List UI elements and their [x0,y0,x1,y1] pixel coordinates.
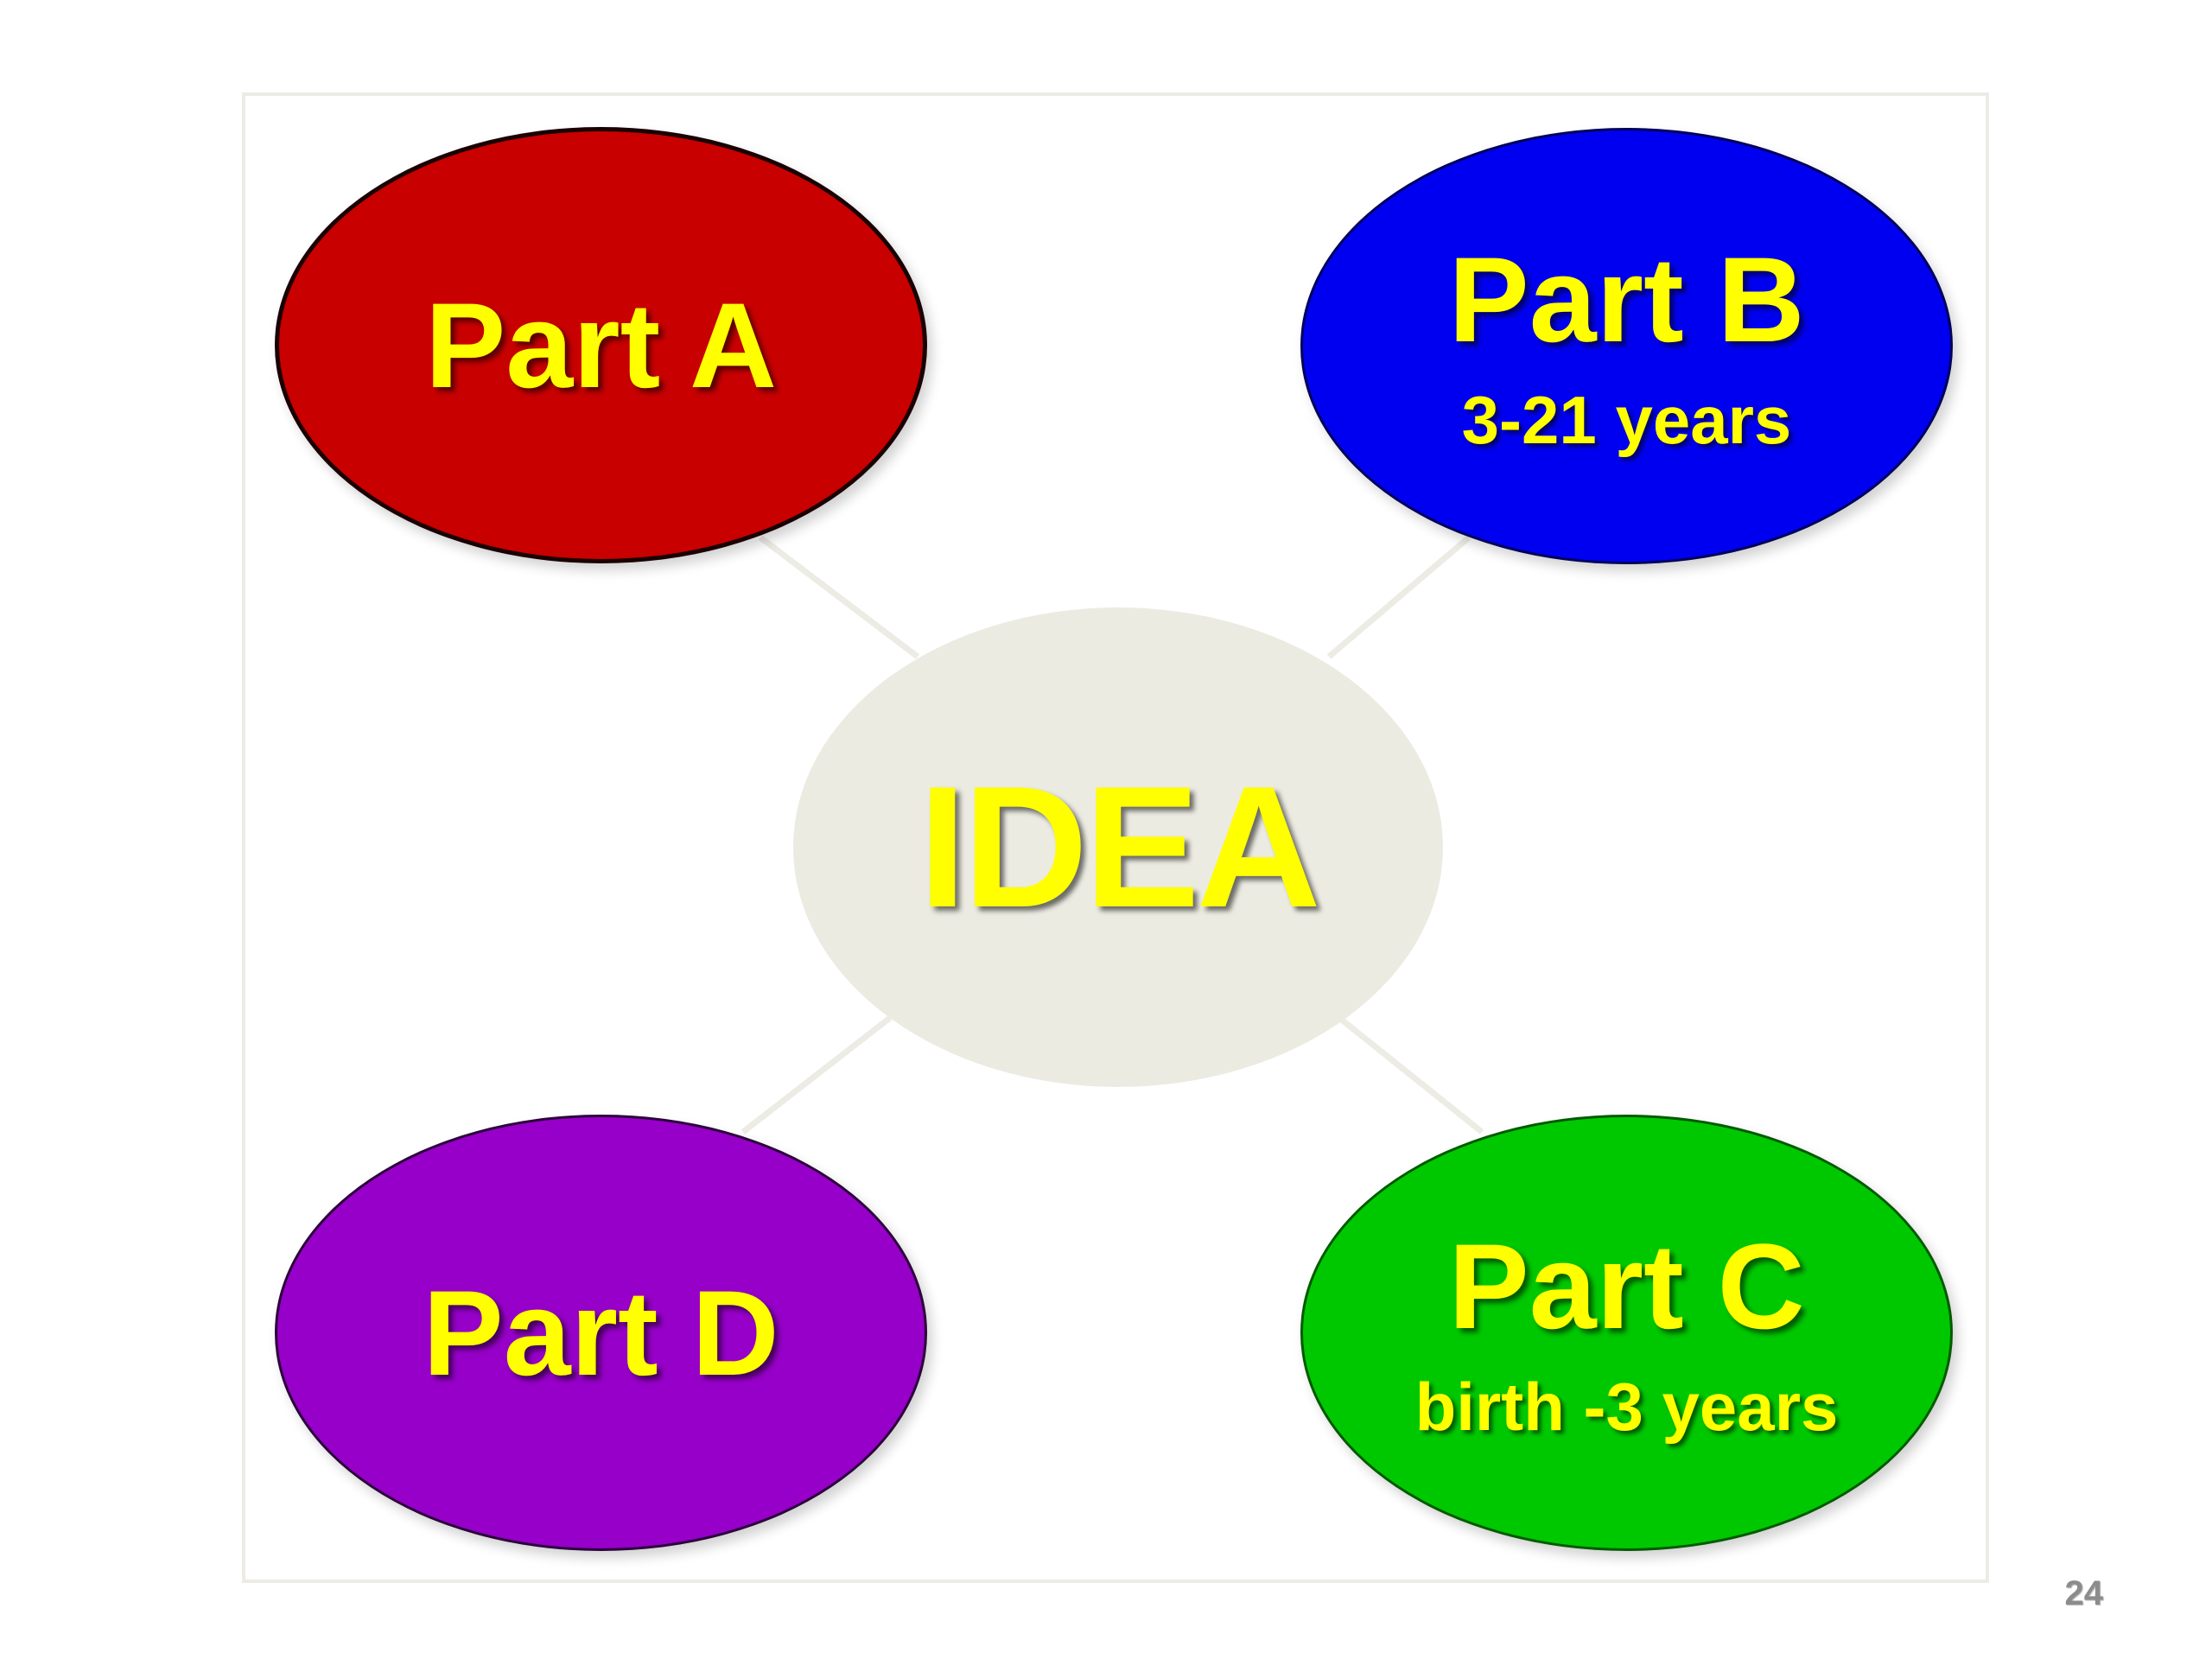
idea-oval: IDEA [793,607,1443,1087]
part-a-label: Part A [424,276,778,413]
part-b-oval: Part B 3-21 years [1300,128,1953,564]
part-c-sublabel: birth -3 years [1414,1368,1839,1445]
connector-b [1326,535,1471,659]
idea-label: IDEA [918,750,1321,944]
part-c-label: Part C [1448,1217,1805,1354]
connector-c [1337,1015,1484,1135]
part-d-label: Part D [423,1264,779,1401]
part-d-oval: Part D [275,1115,927,1551]
part-a-oval: Part A [275,127,927,563]
connector-d [741,1015,893,1135]
connector-a [758,535,920,659]
part-b-label: Part B [1448,231,1805,367]
part-b-sublabel: 3-21 years [1461,381,1792,458]
part-c-oval: Part C birth -3 years [1300,1115,1953,1551]
page-number: 24 [2064,1574,2104,1612]
